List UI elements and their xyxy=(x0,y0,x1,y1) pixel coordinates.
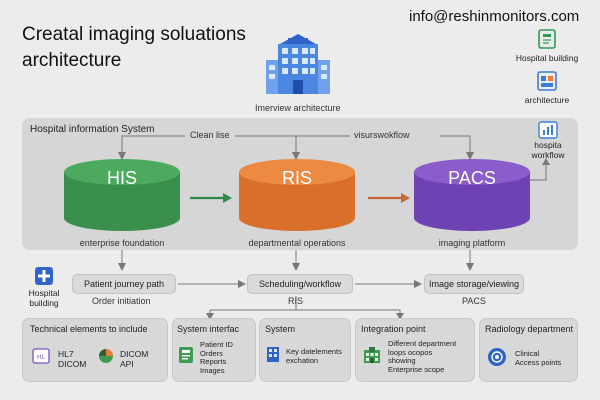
pacs-flow-label: PACS xyxy=(462,296,486,306)
radiology-item-1: Clinical xyxy=(515,349,540,358)
architecture-legend-icon xyxy=(537,71,557,91)
system-interface-title: System interfac xyxy=(177,324,240,334)
visual-pacs-connector xyxy=(440,135,471,155)
hl7-label: HL7 DICOM xyxy=(58,349,86,369)
hl7-line-2: DICOM xyxy=(58,359,87,369)
integration-item-1: Different department xyxy=(388,339,457,348)
radiology-department-title: Radiology department xyxy=(485,324,574,334)
legend-workflow-line-1: hospita xyxy=(534,140,562,150)
integration-item-2: loops ocopos xyxy=(388,347,433,357)
clean-list-label: Clean lise xyxy=(190,130,230,140)
legend-workflow-line-2: workflow xyxy=(531,150,565,160)
svg-text:HL: HL xyxy=(37,355,45,361)
hl7-line-1: HL7 xyxy=(58,349,74,359)
contact-email[interactable]: info@reshinmonitors.com xyxy=(409,8,580,25)
system-item-2: exchation xyxy=(286,355,319,365)
dicom-line-1: DICOM xyxy=(120,349,149,359)
ris-caption: departmental operations xyxy=(248,238,346,248)
legend-hospital-workflow: hospita workflow xyxy=(520,140,576,160)
title-line-1: Creatal imaging soluations xyxy=(22,24,246,45)
pacs-label: PACS xyxy=(448,168,496,188)
his-caption: enterprise foundation xyxy=(79,238,165,248)
interface-item-3: Reports xyxy=(200,357,227,366)
hl7-icon: HL xyxy=(32,348,50,364)
title-line-2: architecture xyxy=(22,50,122,71)
his-label: HIS xyxy=(106,168,137,188)
image-storage-node[interactable]: Image storage/viewing xyxy=(424,274,524,294)
side-label-line-1: Hospital xyxy=(28,288,60,298)
system-item-1: Key datelements xyxy=(286,347,342,356)
his-cylinder xyxy=(64,159,180,231)
hospital-building-legend-icon xyxy=(538,29,556,49)
order-initiation-label: Order initiation xyxy=(92,296,151,306)
system-title: System xyxy=(265,324,296,334)
radiology-items: Clinical Access points xyxy=(515,349,562,367)
dicom-label: DICOM API xyxy=(120,349,148,369)
technical-elements-title: Technical elements to include xyxy=(30,324,148,334)
dicom-icon xyxy=(99,349,113,363)
system-interface-items: Patient ID Orders Reports Images xyxy=(200,340,233,375)
technical-elements-box xyxy=(22,318,168,382)
integration-item-4: Enterprise scope xyxy=(388,364,445,374)
interface-item-4: Images xyxy=(200,365,225,375)
scheduling-node[interactable]: Scheduling/workflow xyxy=(247,274,353,294)
integration-items: Different department loops ocopos showin… xyxy=(388,339,457,374)
side-label-line-2: building xyxy=(29,298,59,308)
system-items: Key datelements exchation xyxy=(286,347,342,365)
hospital-network-icon xyxy=(364,347,380,363)
radiology-item-2: Access points xyxy=(515,357,562,367)
legend-hospital-building: Hospital building xyxy=(515,53,579,63)
interface-item-2: Orders xyxy=(200,348,223,358)
hospital-building-side-label: Hospital building xyxy=(20,288,68,308)
interface-item-1: Patient ID xyxy=(200,340,233,349)
integration-point-title: Integration point xyxy=(361,324,426,334)
pacs-cylinder xyxy=(414,159,530,231)
center-caption: Imerview architecture xyxy=(255,103,341,113)
ris-cylinder xyxy=(239,159,355,231)
patient-journey-node[interactable]: Patient journey path xyxy=(72,274,176,294)
integration-item-3: showing xyxy=(388,356,416,365)
pacs-caption: imaging platform xyxy=(438,238,506,248)
his-clean-connector xyxy=(121,135,185,155)
hospital-building-side-icon xyxy=(35,267,53,285)
building-data-icon xyxy=(267,347,279,362)
ris-label: RIS xyxy=(281,168,312,188)
hospital-building-icon xyxy=(266,34,330,94)
workflow-legend-icon xyxy=(538,121,558,139)
diagram-title: Creatal imaging soluations architecture xyxy=(22,22,272,74)
legend-architecture: architecture xyxy=(524,95,570,105)
access-points-icon xyxy=(488,348,506,366)
dicom-line-2: API xyxy=(120,359,134,369)
pacs-workflow-connector xyxy=(530,162,547,181)
visual-workflow-label: visurswokflow xyxy=(354,130,410,140)
ris-flow-label: RIS xyxy=(288,296,304,306)
interface-icon xyxy=(179,347,193,363)
panel-title: Hospital information System xyxy=(30,124,155,135)
